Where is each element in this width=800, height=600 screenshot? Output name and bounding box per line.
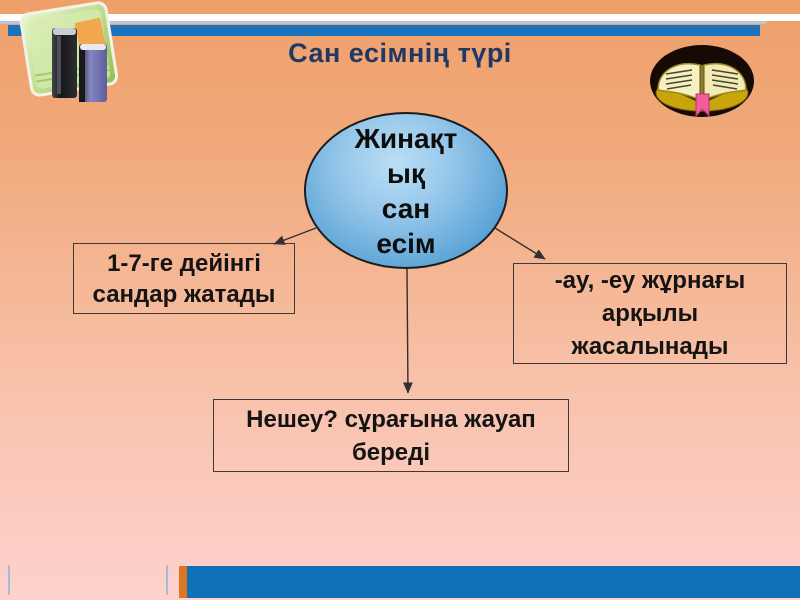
bottom-tick-mid <box>166 565 168 595</box>
node-text-line: жасалынады <box>571 333 729 360</box>
node-left-box: 1-7-ге дейінгі сандар жатады <box>73 243 295 314</box>
node-text-line: Нешеу? сұрағына жауап <box>246 405 536 433</box>
top-blue-bar <box>8 25 760 36</box>
bottom-blue-bar <box>187 566 800 598</box>
node-text-line: береді <box>351 438 431 466</box>
ellipse-text-line: Жинақт <box>354 122 458 154</box>
node-bottom-box: Нешеу? сұрағына жауап береді <box>213 399 569 472</box>
node-text-line: 1-7-ге дейінгі <box>107 249 261 277</box>
books-folder-icon <box>19 1 119 102</box>
bottom-tick-left <box>8 565 10 595</box>
ellipse-text-line: ық <box>387 157 425 189</box>
top-accent-line <box>0 21 766 24</box>
connector-to-left-box <box>273 227 317 245</box>
slide-title: Сан есімнің түрі <box>288 38 512 68</box>
node-right-box: -ау, -еу жұрнағы арқылы жасалынады <box>513 263 787 364</box>
open-book-icon <box>650 45 754 118</box>
connector-to-right-box <box>494 227 546 260</box>
connector-to-bottom-box <box>403 268 413 394</box>
top-white-stripe <box>0 14 800 21</box>
ellipse-text-line: сан <box>381 192 431 224</box>
central-ellipse-node: Жинақт ық сан есім <box>304 112 508 269</box>
bottom-orange-stripe <box>179 566 187 598</box>
node-text-line: сандар жатады <box>92 280 276 308</box>
ellipse-text-line: есім <box>376 227 436 259</box>
node-text-line: арқылы <box>601 300 699 327</box>
node-text-line: -ау, -еу жұрнағы <box>554 267 746 294</box>
